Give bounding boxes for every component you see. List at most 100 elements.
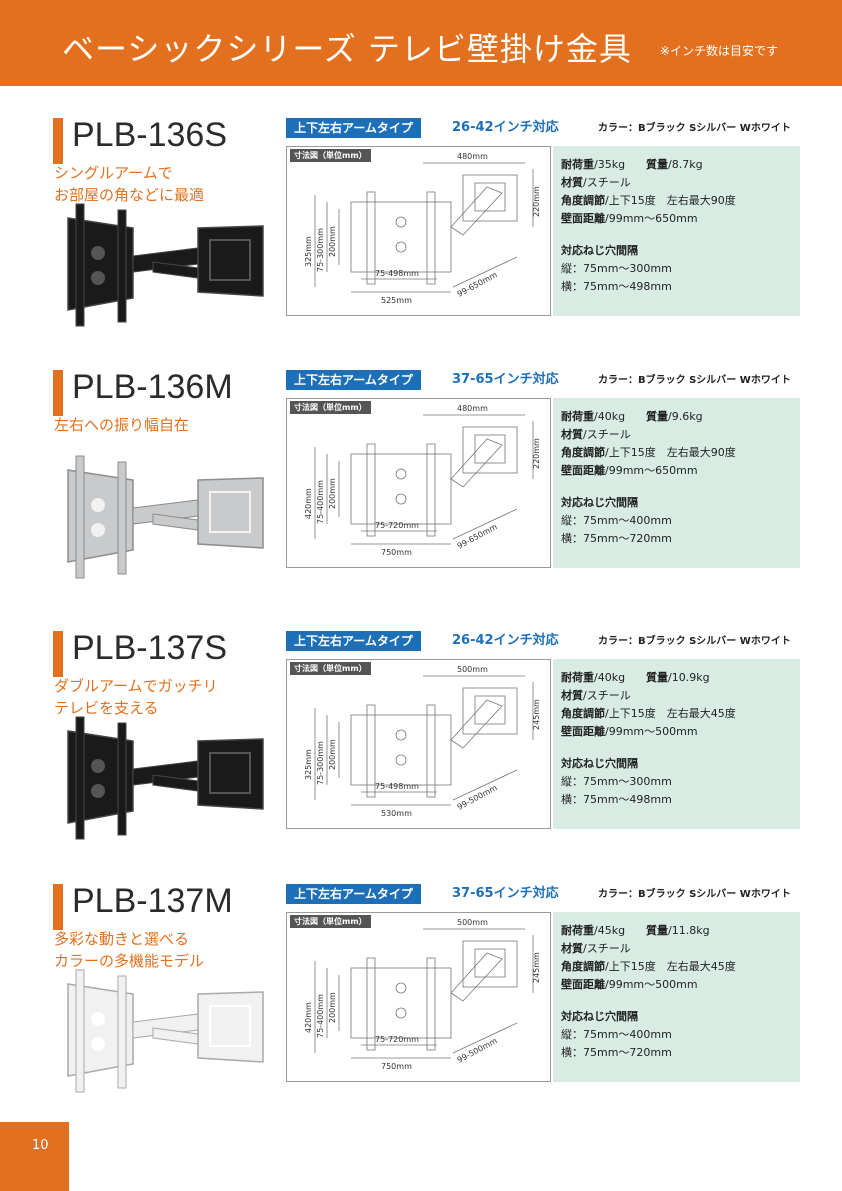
product-photo	[58, 198, 273, 328]
spec-angle: 角度調節/上下15度 左右最大90度	[561, 194, 736, 207]
dim-w1: 75-720mm	[375, 1035, 419, 1044]
model-name: PLB-136M	[72, 368, 233, 406]
dim-h2: 75-300mm	[316, 741, 325, 785]
page-title: ベーシックシリーズ テレビ壁掛け金具	[62, 30, 632, 68]
dim-arm: 99-500mm	[456, 1036, 499, 1065]
spec-holes-horizontal: 横：75mm〜720mm	[561, 532, 672, 545]
dim-side: 245mm	[532, 699, 541, 730]
wall-mount-illustration	[67, 716, 264, 840]
diagram-label: 寸法図（単位mm）	[290, 401, 371, 414]
dim-h1: 325mm	[304, 236, 313, 267]
inch-range: 37-65インチ対応	[452, 886, 559, 901]
product-section-plb-137m: PLB-137M 多彩な動きと選べるカラーの多機能モデル 上下左右アームタイプ …	[0, 876, 842, 1106]
dim-arm: 99-650mm	[456, 270, 499, 299]
spec-load-weight: 耐荷重/45kg 質量/11.8kg	[561, 924, 710, 937]
spec-holes-title: 対応ねじ穴間隔	[561, 496, 638, 509]
dim-h1: 325mm	[304, 749, 313, 780]
wall-mount-illustration	[67, 455, 264, 579]
type-badge: 上下左右アームタイプ	[286, 370, 421, 390]
dim-w2: 525mm	[381, 296, 412, 305]
product-section-plb-137s: PLB-137S ダブルアームでガッチリテレビを支える 上下左右アームタイプ 2…	[0, 623, 842, 853]
inch-range: 37-65インチ対応	[452, 372, 559, 387]
wall-mount-illustration	[67, 969, 264, 1093]
dim-h1: 420mm	[304, 1002, 313, 1033]
dim-h3: 200mm	[328, 992, 337, 1023]
diagram-label: 寸法図（単位mm）	[290, 915, 371, 928]
spec-holes-title: 対応ねじ穴間隔	[561, 244, 638, 257]
spec-box: 耐荷重/40kg 質量/10.9kg 材質/スチール 角度調節/上下15度 左右…	[553, 659, 800, 829]
inch-range: 26-42インチ対応	[452, 120, 559, 135]
dim-h3: 200mm	[328, 226, 337, 257]
type-badge: 上下左右アームタイプ	[286, 884, 421, 904]
product-photo	[58, 964, 273, 1094]
product-photo	[58, 711, 273, 841]
tagline-line: お部屋の角などに最適	[54, 186, 205, 204]
dim-h2: 75-300mm	[316, 228, 325, 272]
spec-holes-vertical: 縦：75mm〜300mm	[561, 262, 672, 275]
model-name: PLB-137S	[72, 629, 227, 667]
spec-material: 材質/スチール	[561, 689, 631, 702]
spec-angle: 角度調節/上下15度 左右最大45度	[561, 707, 736, 720]
tagline-line: テレビを支える	[54, 699, 159, 717]
tagline-line: カラーの多機能モデル	[54, 952, 205, 970]
product-photo	[58, 450, 273, 580]
spec-distance: 壁面距離/99mm〜500mm	[561, 725, 698, 738]
type-badge: 上下左右アームタイプ	[286, 631, 421, 651]
tagline-line: ダブルアームでガッチリ	[54, 677, 218, 695]
tagline-line: 左右への振り幅自在	[54, 416, 190, 434]
dim-top: 480mm	[457, 404, 488, 413]
spec-holes-vertical: 縦：75mm〜300mm	[561, 775, 672, 788]
spec-box: 耐荷重/40kg 質量/9.6kg 材質/スチール 角度調節/上下15度 左右最…	[553, 398, 800, 568]
inch-range: 26-42インチ対応	[452, 633, 559, 648]
product-section-plb-136m: PLB-136M 左右への振り幅自在 上下左右アームタイプ 37-65インチ対応…	[0, 362, 842, 592]
spec-holes-title: 対応ねじ穴間隔	[561, 757, 638, 770]
dim-arm: 99-650mm	[456, 522, 499, 551]
spec-load-weight: 耐荷重/35kg 質量/8.7kg	[561, 158, 703, 171]
spec-material: 材質/スチール	[561, 176, 631, 189]
tagline: ダブルアームでガッチリテレビを支える	[54, 675, 274, 719]
model-name: PLB-137M	[72, 882, 233, 920]
spec-holes-vertical: 縦：75mm〜400mm	[561, 514, 672, 527]
spec-holes-horizontal: 横：75mm〜498mm	[561, 280, 672, 293]
dim-top: 500mm	[457, 665, 488, 674]
color-options: カラー：Bブラック Sシルバー Wホワイト	[598, 375, 791, 386]
dim-w1: 75-498mm	[375, 782, 419, 791]
dim-h2: 75-400mm	[316, 994, 325, 1038]
spec-holes-horizontal: 横：75mm〜720mm	[561, 1046, 672, 1059]
page-number: 10	[32, 1138, 49, 1153]
spec-distance: 壁面距離/99mm〜500mm	[561, 978, 698, 991]
tagline: 左右への振り幅自在	[54, 414, 274, 436]
dim-h2: 75-400mm	[316, 480, 325, 524]
spec-holes-horizontal: 横：75mm〜498mm	[561, 793, 672, 806]
spec-load-weight: 耐荷重/40kg 質量/10.9kg	[561, 671, 710, 684]
tagline-line: 多彩な動きと選べる	[54, 930, 190, 948]
wall-mount-illustration	[67, 203, 264, 327]
dim-h1: 420mm	[304, 488, 313, 519]
spec-material: 材質/スチール	[561, 942, 631, 955]
dim-w2: 750mm	[381, 548, 412, 557]
dim-w2: 750mm	[381, 1062, 412, 1071]
spec-load-weight: 耐荷重/40kg 質量/9.6kg	[561, 410, 703, 423]
dim-w1: 75-498mm	[375, 269, 419, 278]
color-options: カラー：Bブラック Sシルバー Wホワイト	[598, 889, 791, 900]
model-accent-bar	[53, 370, 63, 416]
model-accent-bar	[53, 884, 63, 930]
spec-angle: 角度調節/上下15度 左右最大90度	[561, 446, 736, 459]
page-header: ベーシックシリーズ テレビ壁掛け金具 ※インチ数は目安です	[0, 0, 842, 86]
model-name: PLB-136S	[72, 116, 227, 154]
spec-distance: 壁面距離/99mm〜650mm	[561, 212, 698, 225]
dim-w2: 530mm	[381, 809, 412, 818]
tagline: シングルアームでお部屋の角などに最適	[54, 162, 274, 206]
model-accent-bar	[53, 118, 63, 164]
product-section-plb-136s: PLB-136S シングルアームでお部屋の角などに最適 上下左右アームタイプ 2…	[0, 110, 842, 340]
spec-holes-vertical: 縦：75mm〜400mm	[561, 1028, 672, 1041]
dim-h3: 200mm	[328, 739, 337, 770]
dim-h3: 200mm	[328, 478, 337, 509]
spec-holes-title: 対応ねじ穴間隔	[561, 1010, 638, 1023]
spec-material: 材質/スチール	[561, 428, 631, 441]
